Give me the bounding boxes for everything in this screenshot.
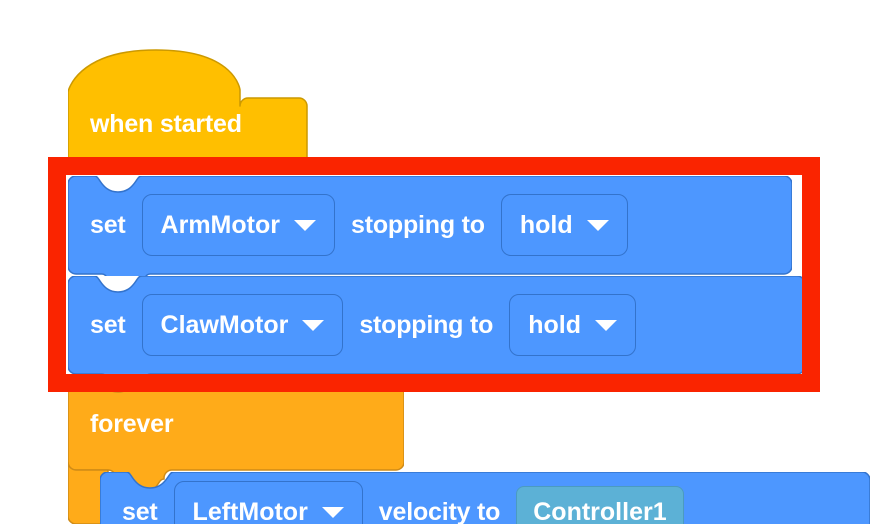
chevron-down-icon	[302, 319, 325, 331]
controller1-reporter-value: Controller1	[533, 497, 667, 524]
armmotor-stopping-mode-dropdown[interactable]: hold	[500, 194, 628, 256]
armmotor-device-value: ArmMotor	[160, 210, 280, 239]
controller1-reporter[interactable]: Controller1	[516, 486, 684, 524]
armmotor-device-dropdown[interactable]: ArmMotor	[141, 194, 335, 256]
leftmotor-device-value: LeftMotor	[192, 497, 308, 524]
block-set-armmotor-stopping[interactable]: set ArmMotor stopping to hold	[68, 176, 792, 276]
clawmotor-stopping-mode-dropdown[interactable]: hold	[509, 294, 636, 356]
leftmotor-device-dropdown[interactable]: LeftMotor	[173, 481, 363, 524]
when-started-label: when started	[90, 110, 242, 138]
block-when-started[interactable]: when started	[68, 44, 308, 168]
set-armmotor-prefix-label: set	[90, 210, 126, 239]
clawmotor-stopping-mode-value: hold	[528, 310, 581, 339]
armmotor-stopping-mode-value: hold	[519, 210, 573, 239]
block-forever[interactable]: forever	[68, 376, 404, 524]
set-clawmotor-middle-label: stopping to	[359, 310, 494, 339]
forever-block-shape	[68, 376, 404, 524]
set-clawmotor-prefix-label: set	[90, 310, 126, 339]
chevron-down-icon	[586, 219, 609, 231]
set-armmotor-middle-label: stopping to	[350, 210, 485, 239]
when-started-hat-shape	[68, 49, 308, 168]
chevron-down-icon	[594, 319, 617, 331]
forever-label: forever	[90, 410, 174, 438]
chevron-down-icon	[321, 506, 344, 518]
chevron-down-icon	[293, 219, 316, 231]
block-set-clawmotor-stopping[interactable]: set ClawMotor stopping to hold	[68, 276, 805, 376]
clawmotor-device-dropdown[interactable]: ClawMotor	[141, 294, 344, 356]
set-leftmotor-prefix-label: set	[122, 497, 158, 524]
set-leftmotor-middle-label: velocity to	[378, 497, 501, 524]
clawmotor-device-value: ClawMotor	[160, 310, 289, 339]
block-set-leftmotor-velocity[interactable]: set LeftMotor velocity to Controller1	[100, 472, 870, 524]
